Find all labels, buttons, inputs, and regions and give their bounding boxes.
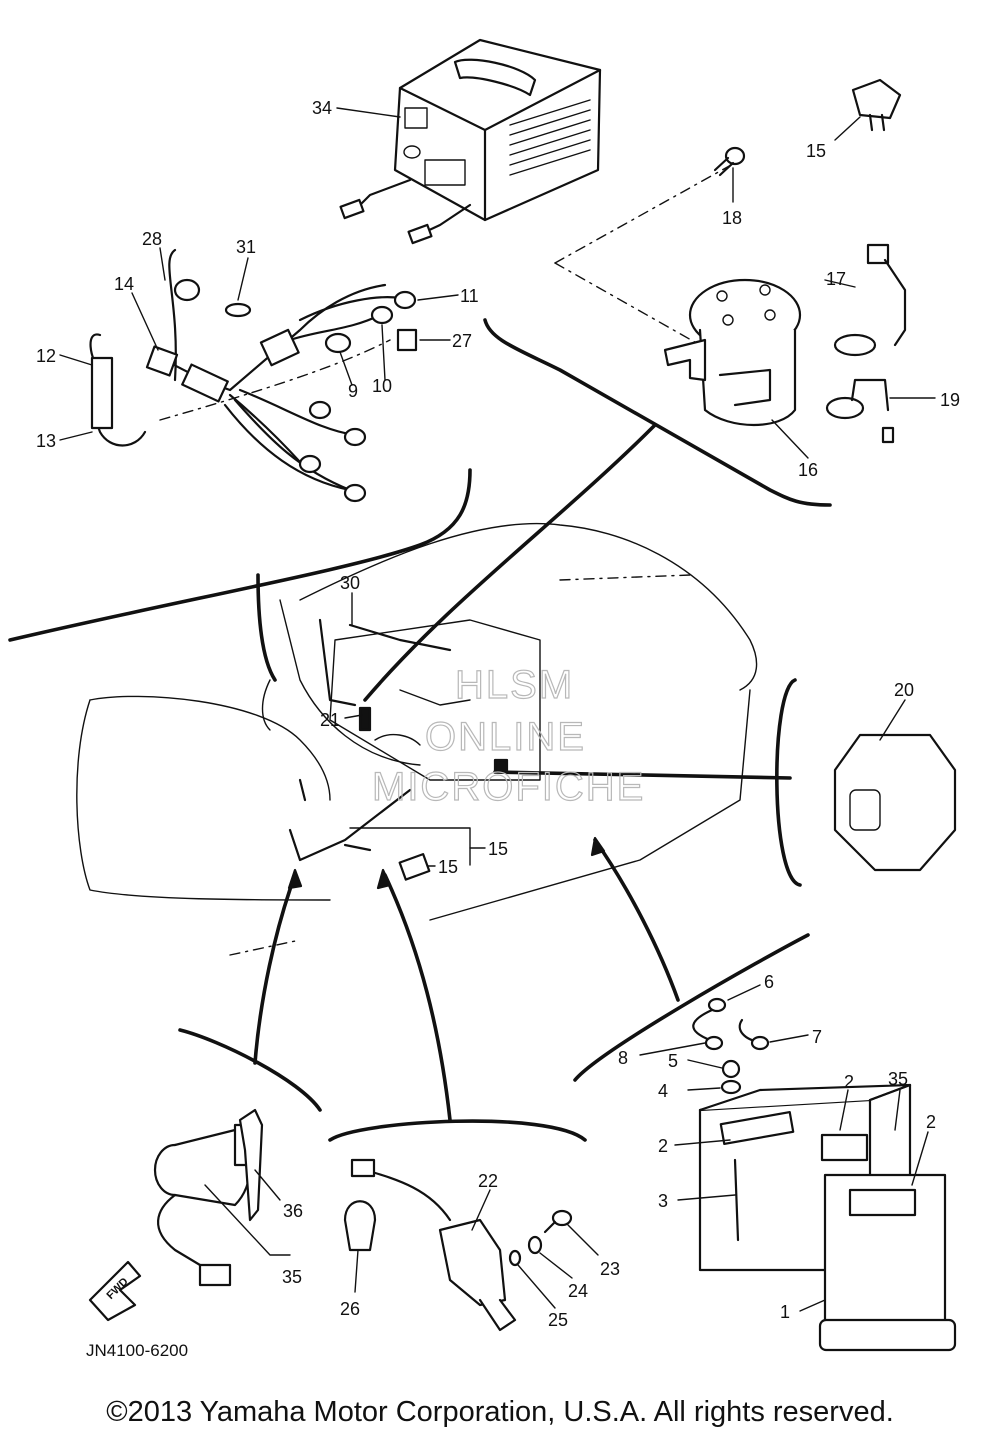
callout-35: 35 bbox=[282, 1267, 302, 1287]
callout-30: 28 bbox=[142, 229, 162, 249]
group-divider-bottom-mid bbox=[328, 1119, 587, 1142]
battery-charger bbox=[339, 38, 602, 245]
callout-33: 35 bbox=[888, 1069, 908, 1089]
limit-switch bbox=[350, 1158, 517, 1332]
small-hardware bbox=[343, 1200, 573, 1267]
wiring-lead bbox=[288, 778, 431, 881]
callout-10: 10 bbox=[372, 376, 392, 396]
bolt bbox=[713, 146, 746, 177]
relay bbox=[851, 78, 902, 132]
callout-31: 30 bbox=[340, 573, 360, 593]
callout-2-left: 2 bbox=[658, 1136, 668, 1156]
callout-5: 5 bbox=[668, 1051, 678, 1071]
callout-27: 25 bbox=[548, 1310, 568, 1330]
group-divider-bottom-right bbox=[573, 933, 810, 1082]
callout-9: 9 bbox=[348, 381, 358, 401]
solenoid bbox=[663, 278, 802, 426]
callout-15: 15 bbox=[488, 839, 508, 859]
callout-22: 20 bbox=[894, 680, 914, 700]
callout-16: 15 bbox=[438, 857, 458, 877]
callout-13: 13 bbox=[36, 431, 56, 451]
callout-25: 23 bbox=[600, 1259, 620, 1279]
wire-lead bbox=[833, 243, 907, 357]
callout-28: 26 bbox=[340, 1299, 360, 1319]
callout-14: 14 bbox=[114, 274, 134, 294]
leader-line bbox=[363, 423, 657, 702]
callout-12: 12 bbox=[36, 346, 56, 366]
wire-harness bbox=[89, 248, 418, 503]
arrow-head bbox=[287, 868, 303, 890]
arrow-head bbox=[590, 836, 606, 857]
leader-line bbox=[493, 770, 792, 780]
callout-2-mid: 2 bbox=[844, 1072, 854, 1092]
vehicle-outline bbox=[76, 159, 758, 956]
callout-3: 3 bbox=[658, 1191, 668, 1211]
battery-area bbox=[318, 618, 541, 781]
part-code: JN4100-6200 bbox=[86, 1341, 188, 1360]
group-divider-top-right bbox=[483, 318, 832, 507]
terminal-lead bbox=[825, 378, 895, 444]
leader-line bbox=[383, 873, 452, 1122]
callout-19: 17 bbox=[826, 269, 846, 289]
callout-34: 34 bbox=[312, 98, 332, 118]
callout-20: 18 bbox=[722, 208, 742, 228]
callout-leaders bbox=[59, 107, 936, 1312]
callout-11: 11 bbox=[460, 286, 479, 306]
callout-36: 36 bbox=[283, 1201, 303, 1221]
callout-23: 21 bbox=[320, 710, 340, 730]
callout-2-right: 2 bbox=[926, 1112, 936, 1132]
callout-1: 1 bbox=[780, 1302, 790, 1322]
leader-line bbox=[253, 873, 297, 1065]
group-divider-top-left bbox=[8, 468, 472, 642]
arrow-head bbox=[376, 868, 392, 890]
switch-assembly bbox=[833, 733, 957, 872]
callout-4: 4 bbox=[658, 1081, 668, 1101]
group-divider-right bbox=[775, 678, 802, 887]
battery-box bbox=[692, 997, 957, 1352]
key-switch bbox=[153, 1108, 264, 1287]
callout-7: 7 bbox=[812, 1027, 822, 1047]
callout-32: 31 bbox=[236, 237, 256, 257]
leader-line bbox=[593, 838, 680, 1002]
group-divider-bottom-left bbox=[178, 1028, 322, 1112]
watermark-line-1: HLSM bbox=[455, 663, 574, 707]
watermark-line-2: ONLINE bbox=[425, 715, 586, 759]
callout-8: 8 bbox=[618, 1048, 628, 1068]
forward-arrow bbox=[88, 1260, 142, 1322]
leader-line bbox=[256, 573, 277, 682]
callout-6: 6 bbox=[764, 972, 774, 992]
callout-18: 16 bbox=[798, 460, 818, 480]
callout-29: 27 bbox=[452, 331, 472, 351]
callout-17: 15 bbox=[806, 141, 826, 161]
copyright-notice: ©2013 Yamaha Motor Corporation, U.S.A. A… bbox=[106, 1396, 894, 1428]
watermark-line-3: MICROFICHE bbox=[372, 765, 645, 809]
callout-21: 19 bbox=[940, 390, 960, 410]
callout-26: 24 bbox=[568, 1281, 588, 1301]
callout-24: 22 bbox=[478, 1171, 498, 1191]
